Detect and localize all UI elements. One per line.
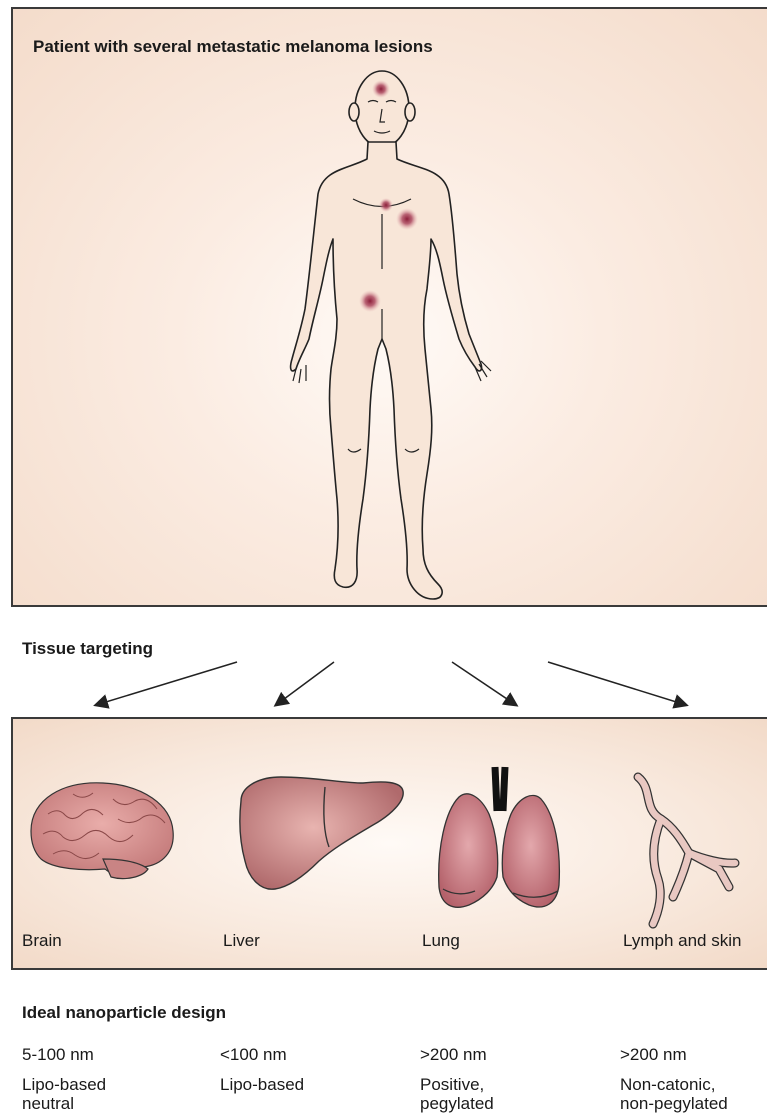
human-body-figure	[13, 9, 767, 607]
design-size-lymph-skin: >200 nm	[620, 1045, 687, 1064]
arrow-brain	[96, 662, 237, 705]
organ-label-brain: Brain	[22, 931, 62, 951]
design-size-lung: >200 nm	[420, 1045, 487, 1064]
liver-icon	[240, 777, 403, 889]
lesion-chest-1	[379, 198, 393, 212]
lesion-chest-2	[396, 208, 418, 230]
organ-label-lung: Lung	[422, 931, 460, 951]
design-type-lung: Positive, pegylated	[420, 1075, 494, 1113]
design-size-liver: <100 nm	[220, 1045, 287, 1064]
arrow-lung	[452, 662, 516, 705]
design-type-lymph-skin: Non-catonic, non-pegylated	[620, 1075, 728, 1113]
targeting-arrows	[0, 650, 767, 720]
brain-icon	[31, 783, 173, 879]
organ-label-lymph-skin: Lymph and skin	[623, 931, 741, 951]
arrow-lymph-skin	[548, 662, 686, 705]
organ-label-liver: Liver	[223, 931, 260, 951]
design-size-brain: 5-100 nm	[22, 1045, 94, 1064]
patient-panel: Patient with several metastatic melanoma…	[11, 7, 767, 607]
nanoparticle-design-label: Ideal nanoparticle design	[22, 1003, 226, 1023]
arrow-liver	[276, 662, 334, 705]
lesion-head	[372, 80, 390, 98]
design-type-brain: Lipo-based neutral	[22, 1075, 106, 1113]
design-type-liver: Lipo-based	[220, 1075, 304, 1094]
lesion-abdomen	[359, 290, 381, 312]
organs-panel: Brain Liver Lung Lymph and skin	[11, 717, 767, 970]
lung-icon	[439, 767, 560, 907]
lymph-vessel-icon	[638, 777, 735, 924]
